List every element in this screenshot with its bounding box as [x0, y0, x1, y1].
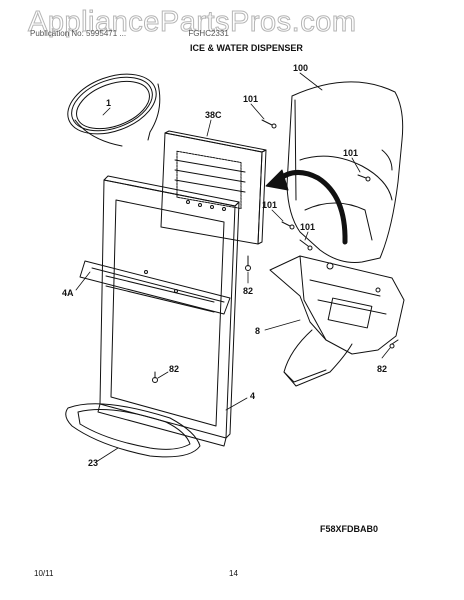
control-board-part: [160, 130, 267, 245]
leader-lines: [75, 72, 391, 463]
drip-tray-part: [65, 403, 201, 458]
callout-38c: 38C: [205, 110, 222, 120]
screw-82-board: [245, 255, 251, 271]
diagram-code: F58XFDBAB0: [320, 524, 379, 534]
callout-101-top: 101: [243, 94, 259, 104]
screw-101-parts: [261, 119, 371, 251]
callout-82-board: 82: [243, 286, 254, 296]
screw-82-actuator: [389, 339, 399, 349]
callout-82-actuator: 82: [377, 364, 388, 374]
callout-100: 100: [293, 63, 309, 73]
watermark-logo: AppliancePartsPros.com: [28, 6, 357, 39]
actuator-assembly-part: [269, 255, 405, 387]
callout-101-left: 101: [262, 200, 278, 210]
dispenser-housing-part: [286, 81, 404, 263]
callout-82-frame: 82: [169, 364, 180, 374]
callout-1: 1: [106, 98, 112, 108]
tubing-coil-part: [67, 73, 161, 147]
dispenser-frame-part: [97, 175, 240, 447]
trim-strip-part: [79, 260, 231, 315]
callout-23: 23: [88, 458, 99, 468]
callout-101-bottom: 101: [300, 222, 316, 232]
screw-82-frame: [152, 371, 158, 383]
callout-101-right: 101: [343, 148, 359, 158]
callout-4: 4: [250, 391, 256, 401]
model-number: FGHC2331: [188, 29, 229, 38]
assembly-arrow: [265, 169, 348, 245]
section-title: ICE & WATER DISPENSER: [190, 43, 303, 53]
callout-8: 8: [255, 326, 261, 336]
publication-number: Publication No: 5995471 ...: [30, 29, 127, 38]
callout-4a: 4A: [62, 288, 74, 298]
footer-date: 10/11: [34, 569, 54, 578]
publication-header: Publication No: 5995471 ... FGHC2331: [30, 29, 330, 38]
page-number: 14: [229, 569, 238, 578]
